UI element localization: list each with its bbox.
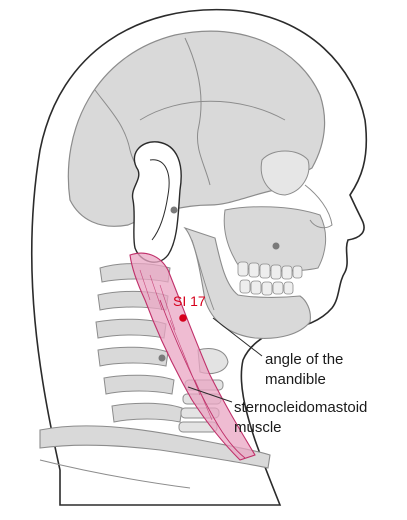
maxilla xyxy=(223,206,327,272)
si17-point xyxy=(179,314,187,322)
ear xyxy=(131,141,182,263)
ear-inner xyxy=(149,159,170,241)
si17-label: SI 17 xyxy=(173,293,206,309)
scm-label-line1: sternocleidomastoid xyxy=(234,399,367,416)
angle-label-line2: mandible xyxy=(265,371,326,388)
neck-landmark-dot xyxy=(158,354,166,362)
angle-label-line1: angle of the xyxy=(265,351,343,368)
scapula-edge xyxy=(39,459,191,489)
mandible xyxy=(183,226,311,339)
teeth xyxy=(237,261,303,296)
scm-leader-line xyxy=(187,386,233,403)
angle-leader-line xyxy=(212,317,263,357)
temporal-line xyxy=(139,100,286,121)
muscle-fiber-lines xyxy=(139,269,213,421)
nasal-bone xyxy=(304,184,333,229)
clavicle xyxy=(39,425,271,469)
sternocleidomastoid-clavicular-head xyxy=(159,299,246,459)
mastoid-landmark-dot xyxy=(170,206,178,214)
zygomatic-landmark-dot xyxy=(272,242,280,250)
scm-label-line2: muscle xyxy=(234,419,282,436)
orbit xyxy=(260,150,310,196)
mandibular-ramus-line xyxy=(191,239,215,311)
coronal-suture xyxy=(184,37,211,186)
sternocleidomastoid-muscle xyxy=(129,252,256,461)
